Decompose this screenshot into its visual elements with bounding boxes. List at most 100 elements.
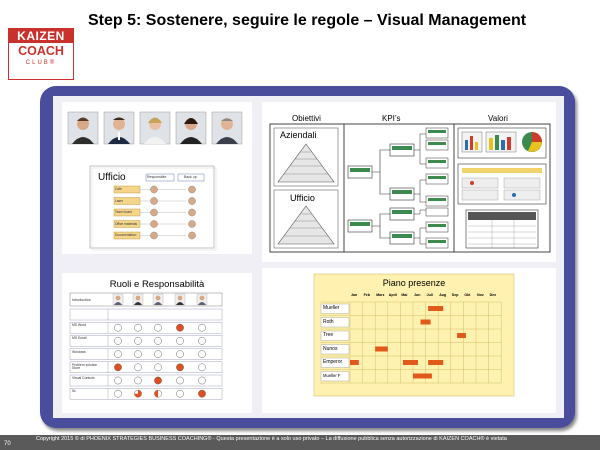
absence-bar (402, 360, 419, 365)
ufficio-task-label: Team board (115, 210, 132, 215)
responsibility-circle (154, 337, 162, 345)
ufficio-card (89, 165, 217, 251)
person-body (198, 302, 206, 305)
responsibility-circle (114, 389, 122, 398)
responsibility-circle (114, 363, 122, 372)
logo-line-2: COACH (18, 44, 64, 58)
responsibility-circle (176, 350, 184, 358)
team-photos (67, 111, 243, 145)
ufficio-task-label: Documentation (115, 233, 137, 238)
month-label: Jan (351, 293, 358, 297)
responsibility-half (154, 390, 158, 398)
person-avatar-icon (150, 231, 158, 240)
responsibility-circle (176, 376, 184, 385)
backup-header: Back up (184, 175, 197, 179)
absence-bar (457, 333, 466, 338)
name-box (320, 357, 350, 368)
pyramid-icon (277, 143, 335, 183)
month-label: Okt (464, 293, 471, 297)
page-number: 70 (4, 441, 11, 447)
month-label: Juli (426, 293, 433, 297)
logo-line-3: CLUB® (25, 60, 57, 66)
responsibility-circle (198, 389, 206, 398)
copyright-text: Copyright 2015 © di PHOENIX STRATEGIES B… (36, 436, 507, 442)
name-label: Mueller (323, 305, 340, 312)
name-label: Tree (323, 332, 334, 339)
kpi-tree (347, 127, 449, 249)
person-avatar-icon (188, 231, 196, 240)
responsibility-circle (176, 323, 184, 332)
footer-bar (0, 435, 600, 450)
person-face (115, 295, 121, 301)
ufficio-task-label: Cafe (115, 187, 122, 192)
kaizen-coach-logo: KAIZEN COACH CLUB® (8, 28, 74, 80)
ufficio-task-label: Laser (115, 198, 123, 203)
month-label: Sep (451, 293, 459, 297)
person-photo (211, 111, 243, 145)
name-label: Mueller F (323, 372, 341, 378)
name-label: Emperor (323, 359, 343, 366)
person-photo (67, 111, 99, 145)
person-photo (175, 111, 207, 145)
responsibility-circle (154, 350, 162, 358)
roles-row (69, 348, 223, 360)
responsibility-circle (198, 376, 206, 385)
month-label: Nov (477, 293, 484, 297)
responsibility-circle (134, 350, 142, 358)
month-label: Jun (414, 293, 421, 297)
ufficio-task-label: Office materials (115, 221, 138, 226)
responsibility-three-quarter (134, 390, 142, 398)
person-body (114, 302, 122, 305)
logo-line-1: KAIZEN (9, 29, 73, 43)
slide-title: Step 5: Sostenere, seguire le regole – V… (88, 12, 527, 29)
ufficio-card-title: Ufficio (98, 172, 126, 183)
absence-bar (428, 360, 444, 365)
month-label: Dez (489, 293, 496, 297)
responsibility-circle (176, 363, 184, 372)
roles-row-label: Problem solution Store (72, 362, 98, 371)
absence-bar (375, 346, 388, 352)
valori-label: Valori (488, 114, 508, 123)
month-label: Aug (439, 293, 447, 297)
person-body (176, 302, 184, 305)
responsibility-circle (176, 337, 184, 345)
person-avatar-icon (150, 185, 158, 194)
roles-header-label: Introduction (72, 297, 91, 302)
person-photo (139, 111, 171, 145)
name-box (320, 317, 350, 328)
responsibility-circle (154, 363, 162, 372)
responsibility-circle (198, 363, 206, 372)
responsibility-circle (198, 323, 206, 332)
responsibility-circle (114, 350, 122, 358)
roles-row-label: MS Email (72, 336, 87, 341)
roles-row (69, 308, 223, 321)
responsibility-circle (134, 323, 142, 332)
person-avatar-icon (188, 185, 196, 194)
responsibility-circle (198, 350, 206, 358)
responsibility-circle (114, 376, 122, 385)
person-body (134, 302, 142, 305)
roles-row (69, 387, 223, 400)
ufficio-objectives-label: Ufficio (290, 193, 315, 203)
person-photo (103, 111, 135, 145)
person-avatar-icon (188, 197, 196, 205)
responsibility-circle (134, 376, 142, 385)
roles-title: Ruoli e Responsabilità (109, 279, 205, 290)
responsibility-circle (176, 389, 184, 398)
month-label: April (388, 293, 397, 297)
person-avatar-icon (150, 208, 158, 217)
month-label: Mai (401, 293, 408, 297)
person-avatar-icon (150, 197, 158, 205)
person-avatar-icon (188, 220, 196, 228)
responsibility-circle (198, 337, 206, 345)
roles-row (69, 335, 223, 347)
absence-bar (350, 360, 359, 365)
responsibility-circle (134, 363, 142, 372)
name-box (320, 303, 350, 314)
pyramid-icon (277, 205, 335, 245)
person-face (177, 295, 183, 301)
person-face (155, 295, 161, 301)
